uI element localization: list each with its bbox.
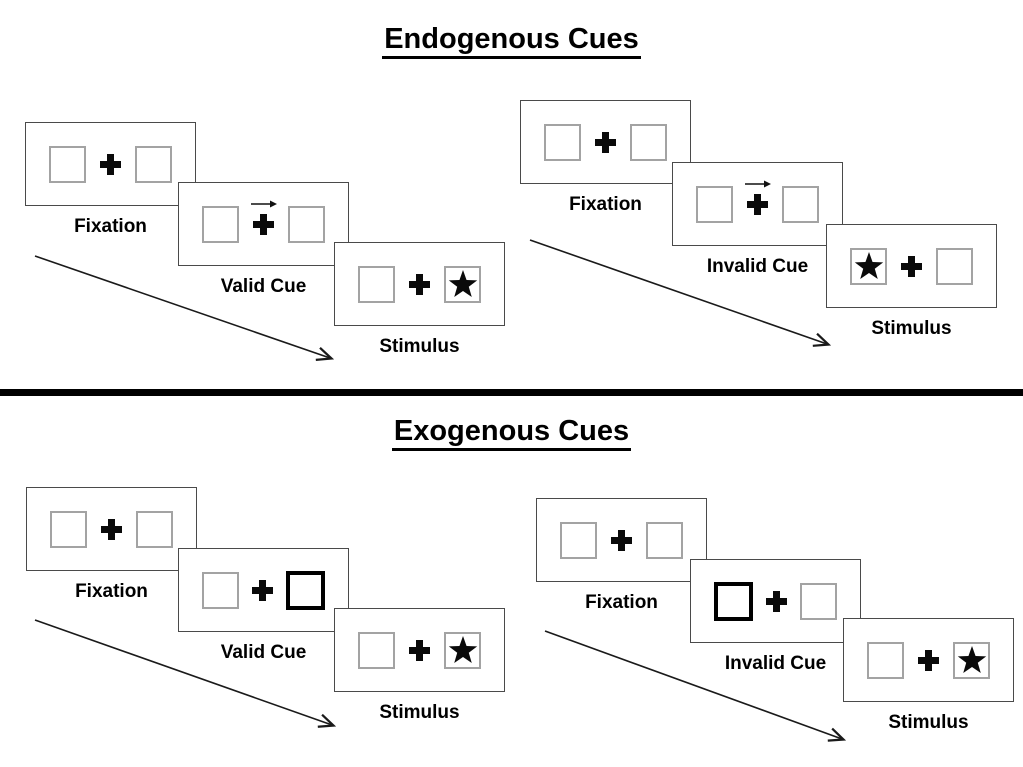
star-icon <box>448 636 477 663</box>
invalid-cue-panel <box>672 162 843 246</box>
left-placeholder-box <box>867 641 904 679</box>
left-placeholder-box <box>202 205 239 243</box>
right-arrow-icon <box>251 200 277 207</box>
left-placeholder-box <box>358 265 395 303</box>
right-arrow-icon <box>745 180 771 187</box>
left-placeholder-box <box>202 571 239 609</box>
right-placeholder-box <box>136 510 173 548</box>
left-cue-box <box>714 581 753 621</box>
star-icon <box>448 270 477 297</box>
fixation-label: Fixation <box>569 194 642 215</box>
fixation-cross-icon <box>901 255 922 277</box>
stimulus-panel <box>843 618 1014 702</box>
right-placeholder-box <box>630 123 667 161</box>
right-target-box <box>444 265 481 303</box>
stimulus-panel <box>826 224 997 308</box>
stimulus-label: Stimulus <box>871 318 952 339</box>
fixation-cross <box>766 590 787 612</box>
left-placeholder-box <box>49 145 86 183</box>
invalid-cue-panel <box>690 559 861 643</box>
left-target-box <box>850 247 887 285</box>
section-title-exogenous-text: Exogenous Cues <box>391 415 632 451</box>
star-icon <box>957 646 986 673</box>
section-divider <box>0 389 1023 396</box>
fixation-label: Fixation <box>585 592 658 613</box>
right-placeholder-box <box>936 247 973 285</box>
fixation-panel <box>25 122 196 206</box>
fixation-panel <box>520 100 691 184</box>
stimulus-panel <box>334 608 505 692</box>
fixation-cross-icon <box>253 213 274 235</box>
fixation-cross <box>252 579 273 601</box>
stimulus-label: Stimulus <box>379 702 460 723</box>
fixation-cross-icon <box>100 153 121 175</box>
right-placeholder-box <box>288 205 325 243</box>
right-placeholder-box <box>782 185 819 223</box>
timeline-arrow-icon <box>529 239 832 347</box>
fixation-cross-icon <box>766 590 787 612</box>
fixation-cross <box>409 273 430 295</box>
star-icon <box>854 252 883 279</box>
right-target-box <box>953 641 990 679</box>
right-placeholder-box <box>135 145 172 183</box>
right-placeholder-box <box>646 521 683 559</box>
section-title-exogenous: Exogenous Cues <box>0 414 1023 451</box>
fixation-cross <box>100 153 121 175</box>
valid-cue-panel <box>178 548 349 632</box>
fixation-cross-icon <box>252 579 273 601</box>
right-cue-box <box>286 570 325 610</box>
fixation-cross-icon <box>611 529 632 551</box>
invalid-cue-label: Invalid Cue <box>706 256 809 277</box>
left-placeholder-box <box>560 521 597 559</box>
right-target-box <box>444 631 481 669</box>
valid-cue-panel <box>178 182 349 266</box>
stimulus-label: Stimulus <box>888 712 969 733</box>
left-placeholder-box <box>358 631 395 669</box>
valid-cue-label: Valid Cue <box>220 642 307 663</box>
section-title-endogenous: Endogenous Cues <box>0 22 1023 59</box>
fixation-cross-icon <box>595 131 616 153</box>
left-placeholder-box <box>50 510 87 548</box>
invalid-cue-label: Invalid Cue <box>724 653 827 674</box>
fixation-cross <box>409 639 430 661</box>
right-placeholder-box <box>800 582 837 620</box>
fixation-cross <box>901 255 922 277</box>
stimulus-label: Stimulus <box>379 336 460 357</box>
timeline-arrow-icon <box>34 619 337 728</box>
timeline-arrow-icon <box>544 630 847 742</box>
valid-cue-label: Valid Cue <box>220 276 307 297</box>
fixation-cross-icon <box>918 649 939 671</box>
timeline-arrow-icon <box>34 255 335 361</box>
fixation-cross <box>101 518 122 540</box>
fixation-cross <box>251 200 277 235</box>
fixation-cross-icon <box>747 193 768 215</box>
fixation-panel <box>536 498 707 582</box>
fixation-cross-icon <box>409 273 430 295</box>
fixation-cross <box>918 649 939 671</box>
fixation-panel <box>26 487 197 571</box>
fixation-label: Fixation <box>74 216 147 237</box>
fixation-cross <box>745 180 771 215</box>
left-placeholder-box <box>544 123 581 161</box>
fixation-cross-icon <box>101 518 122 540</box>
section-title-endogenous-text: Endogenous Cues <box>382 23 641 59</box>
left-placeholder-box <box>696 185 733 223</box>
fixation-cross-icon <box>409 639 430 661</box>
fixation-label: Fixation <box>75 581 148 602</box>
fixation-cross <box>611 529 632 551</box>
stimulus-panel <box>334 242 505 326</box>
fixation-cross <box>595 131 616 153</box>
